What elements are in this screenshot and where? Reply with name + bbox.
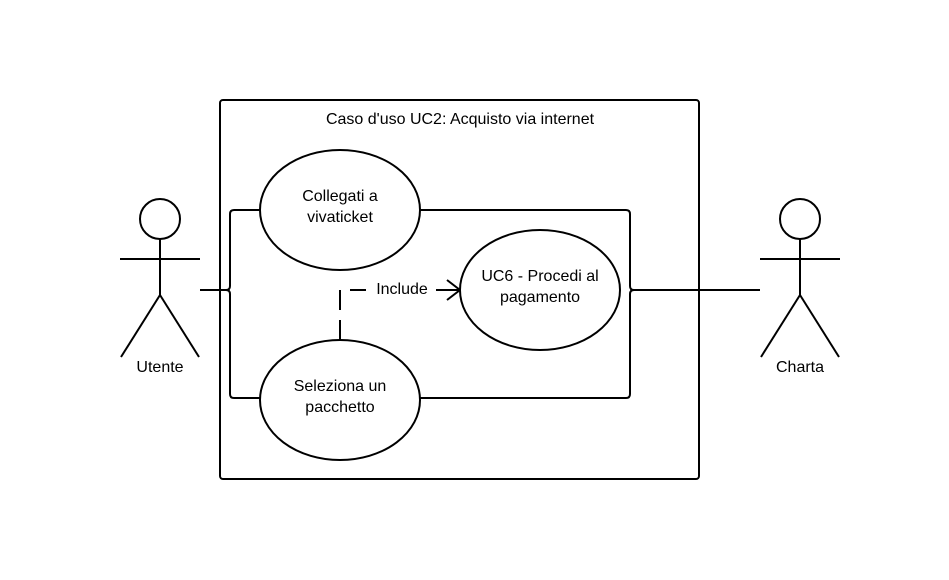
use-case-collegati-line1: Collegati a — [302, 188, 378, 205]
actor-charta-head — [779, 198, 821, 240]
use-case-seleziona-line1: Seleziona un — [294, 378, 387, 395]
use-case-pagamento-ellipse — [459, 229, 621, 351]
use-case-collegati: Collegati a vivaticket — [259, 149, 421, 271]
include-relation: Include — [339, 279, 462, 340]
actor-charta-label: Charta — [776, 359, 824, 376]
actor-utente-label: Utente — [136, 359, 183, 376]
use-case-collegati-line2: vivaticket — [307, 209, 373, 226]
actor-charta: Charta — [760, 198, 840, 376]
use-case-seleziona-line2: pacchetto — [305, 399, 374, 416]
use-case-pagamento-line2: pagamento — [500, 289, 580, 306]
use-case-pagamento: UC6 - Procedi al pagamento — [459, 229, 621, 351]
system-title: Caso d'uso UC2: Acquisto via internet — [326, 111, 595, 128]
use-case-collegati-ellipse — [259, 149, 421, 271]
use-case-seleziona: Seleziona un pacchetto — [259, 339, 421, 461]
actor-utente-right-leg — [159, 294, 200, 358]
actor-charta-right-leg — [799, 294, 840, 358]
include-label: Include — [376, 281, 428, 298]
actor-utente-left-leg — [120, 294, 161, 358]
actor-utente: Utente — [120, 198, 200, 376]
association-charta — [418, 209, 760, 399]
use-case-pagamento-line1: UC6 - Procedi al — [481, 268, 598, 285]
association-utente — [200, 209, 262, 399]
actor-utente-head — [139, 198, 181, 240]
use-case-seleziona-ellipse — [259, 339, 421, 461]
actor-charta-left-leg — [760, 294, 801, 358]
